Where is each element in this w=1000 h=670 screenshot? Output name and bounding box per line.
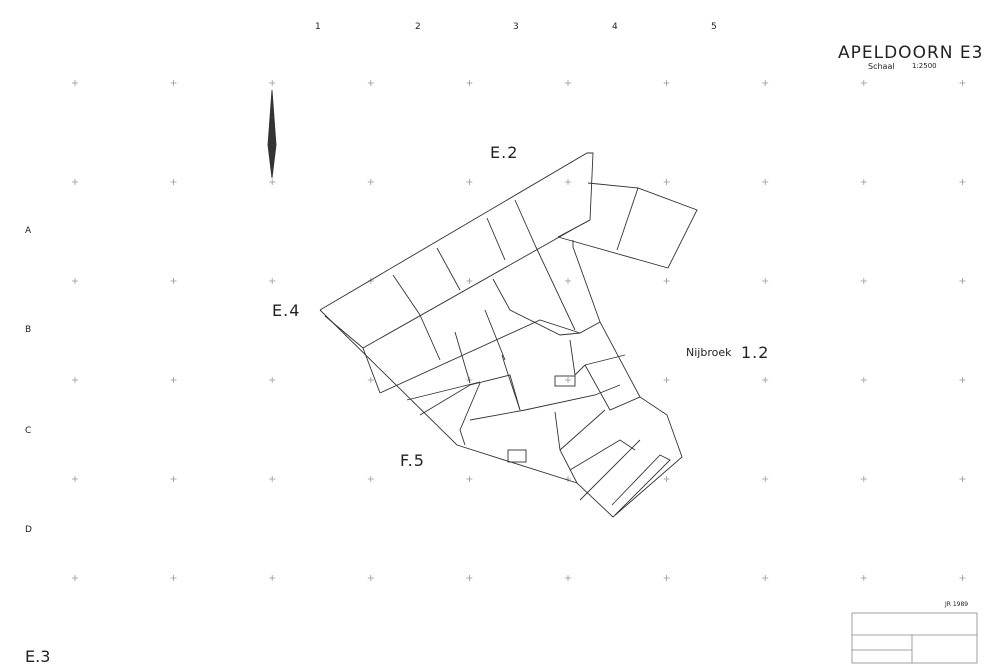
north-arrow xyxy=(267,89,277,179)
corner-sheet-label: E.3 xyxy=(25,647,51,666)
adjacent-sheet-label: E.4 xyxy=(272,301,301,320)
outer-boundary xyxy=(319,152,594,311)
column-label: 3 xyxy=(513,22,519,32)
title-block xyxy=(851,612,978,664)
parcel-lines xyxy=(267,89,698,518)
place-name: Nijbroek xyxy=(686,346,732,359)
row-label: D xyxy=(25,525,32,535)
adjacent-sheet-label: F.5 xyxy=(400,451,425,470)
scale-label: Schaal xyxy=(868,62,895,71)
row-label: C xyxy=(25,426,32,436)
column-label: 4 xyxy=(612,22,618,32)
road xyxy=(362,219,591,349)
row-label: B xyxy=(25,325,32,335)
column-label: 5 xyxy=(711,22,717,32)
stamp-code: JR 1989 xyxy=(945,601,969,608)
adjacent-sheet-label: 1.2 xyxy=(741,343,770,362)
grid-crosses xyxy=(72,80,966,581)
column-label: 1 xyxy=(315,22,321,32)
scale-value: 1:2500 xyxy=(912,62,937,70)
column-label: 2 xyxy=(415,22,421,32)
row-label: A xyxy=(25,226,32,236)
adjacent-sheet-label: E.2 xyxy=(490,143,519,162)
sheet-title: APELDOORN E3 xyxy=(838,43,984,63)
